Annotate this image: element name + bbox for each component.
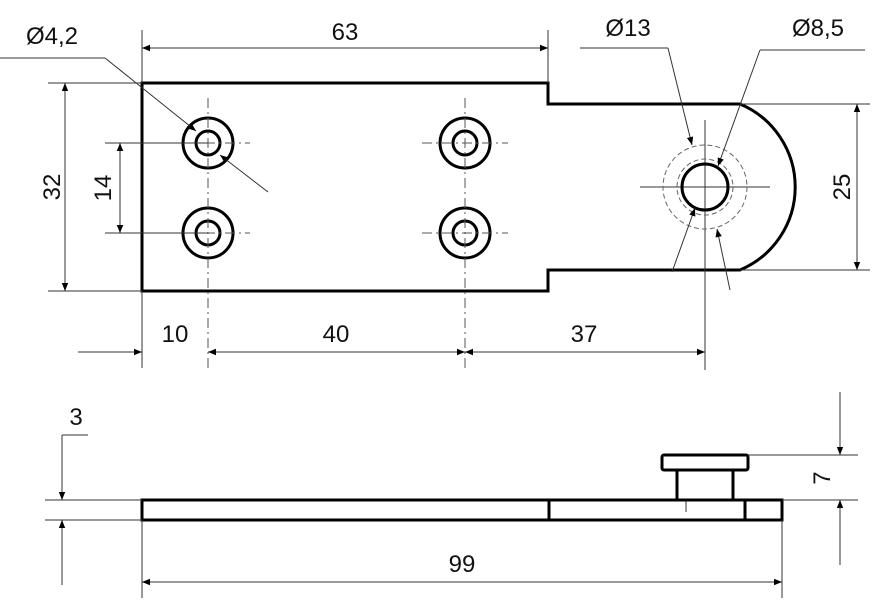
plate-outline [140, 81, 797, 293]
stud-hole [662, 144, 748, 230]
dim-32: 32 [39, 174, 66, 201]
dim-3: 3 [69, 404, 82, 431]
top-view: 63 32 14 25 10 40 37 Ø4,2 Ø13 [0, 15, 870, 370]
mounting-holes [181, 116, 492, 260]
dim-63: 63 [332, 19, 359, 46]
plate-side [140, 498, 784, 522]
dim-dia-13: Ø13 [605, 15, 650, 42]
dim-dia-8-5: Ø8,5 [792, 15, 844, 42]
stud-stem [675, 468, 735, 502]
dim-7: 7 [809, 471, 836, 484]
stud-cap [660, 453, 750, 472]
dim-40: 40 [323, 321, 350, 348]
dim-37: 37 [571, 321, 598, 348]
dim-99: 99 [449, 551, 476, 578]
dim-dia-4-2: Ø4,2 [26, 23, 78, 50]
side-view: 3 7 99 [45, 392, 858, 598]
centerlines [165, 98, 770, 370]
dim-14: 14 [90, 175, 117, 202]
dim-25: 25 [829, 174, 856, 201]
dim-10: 10 [162, 321, 189, 348]
